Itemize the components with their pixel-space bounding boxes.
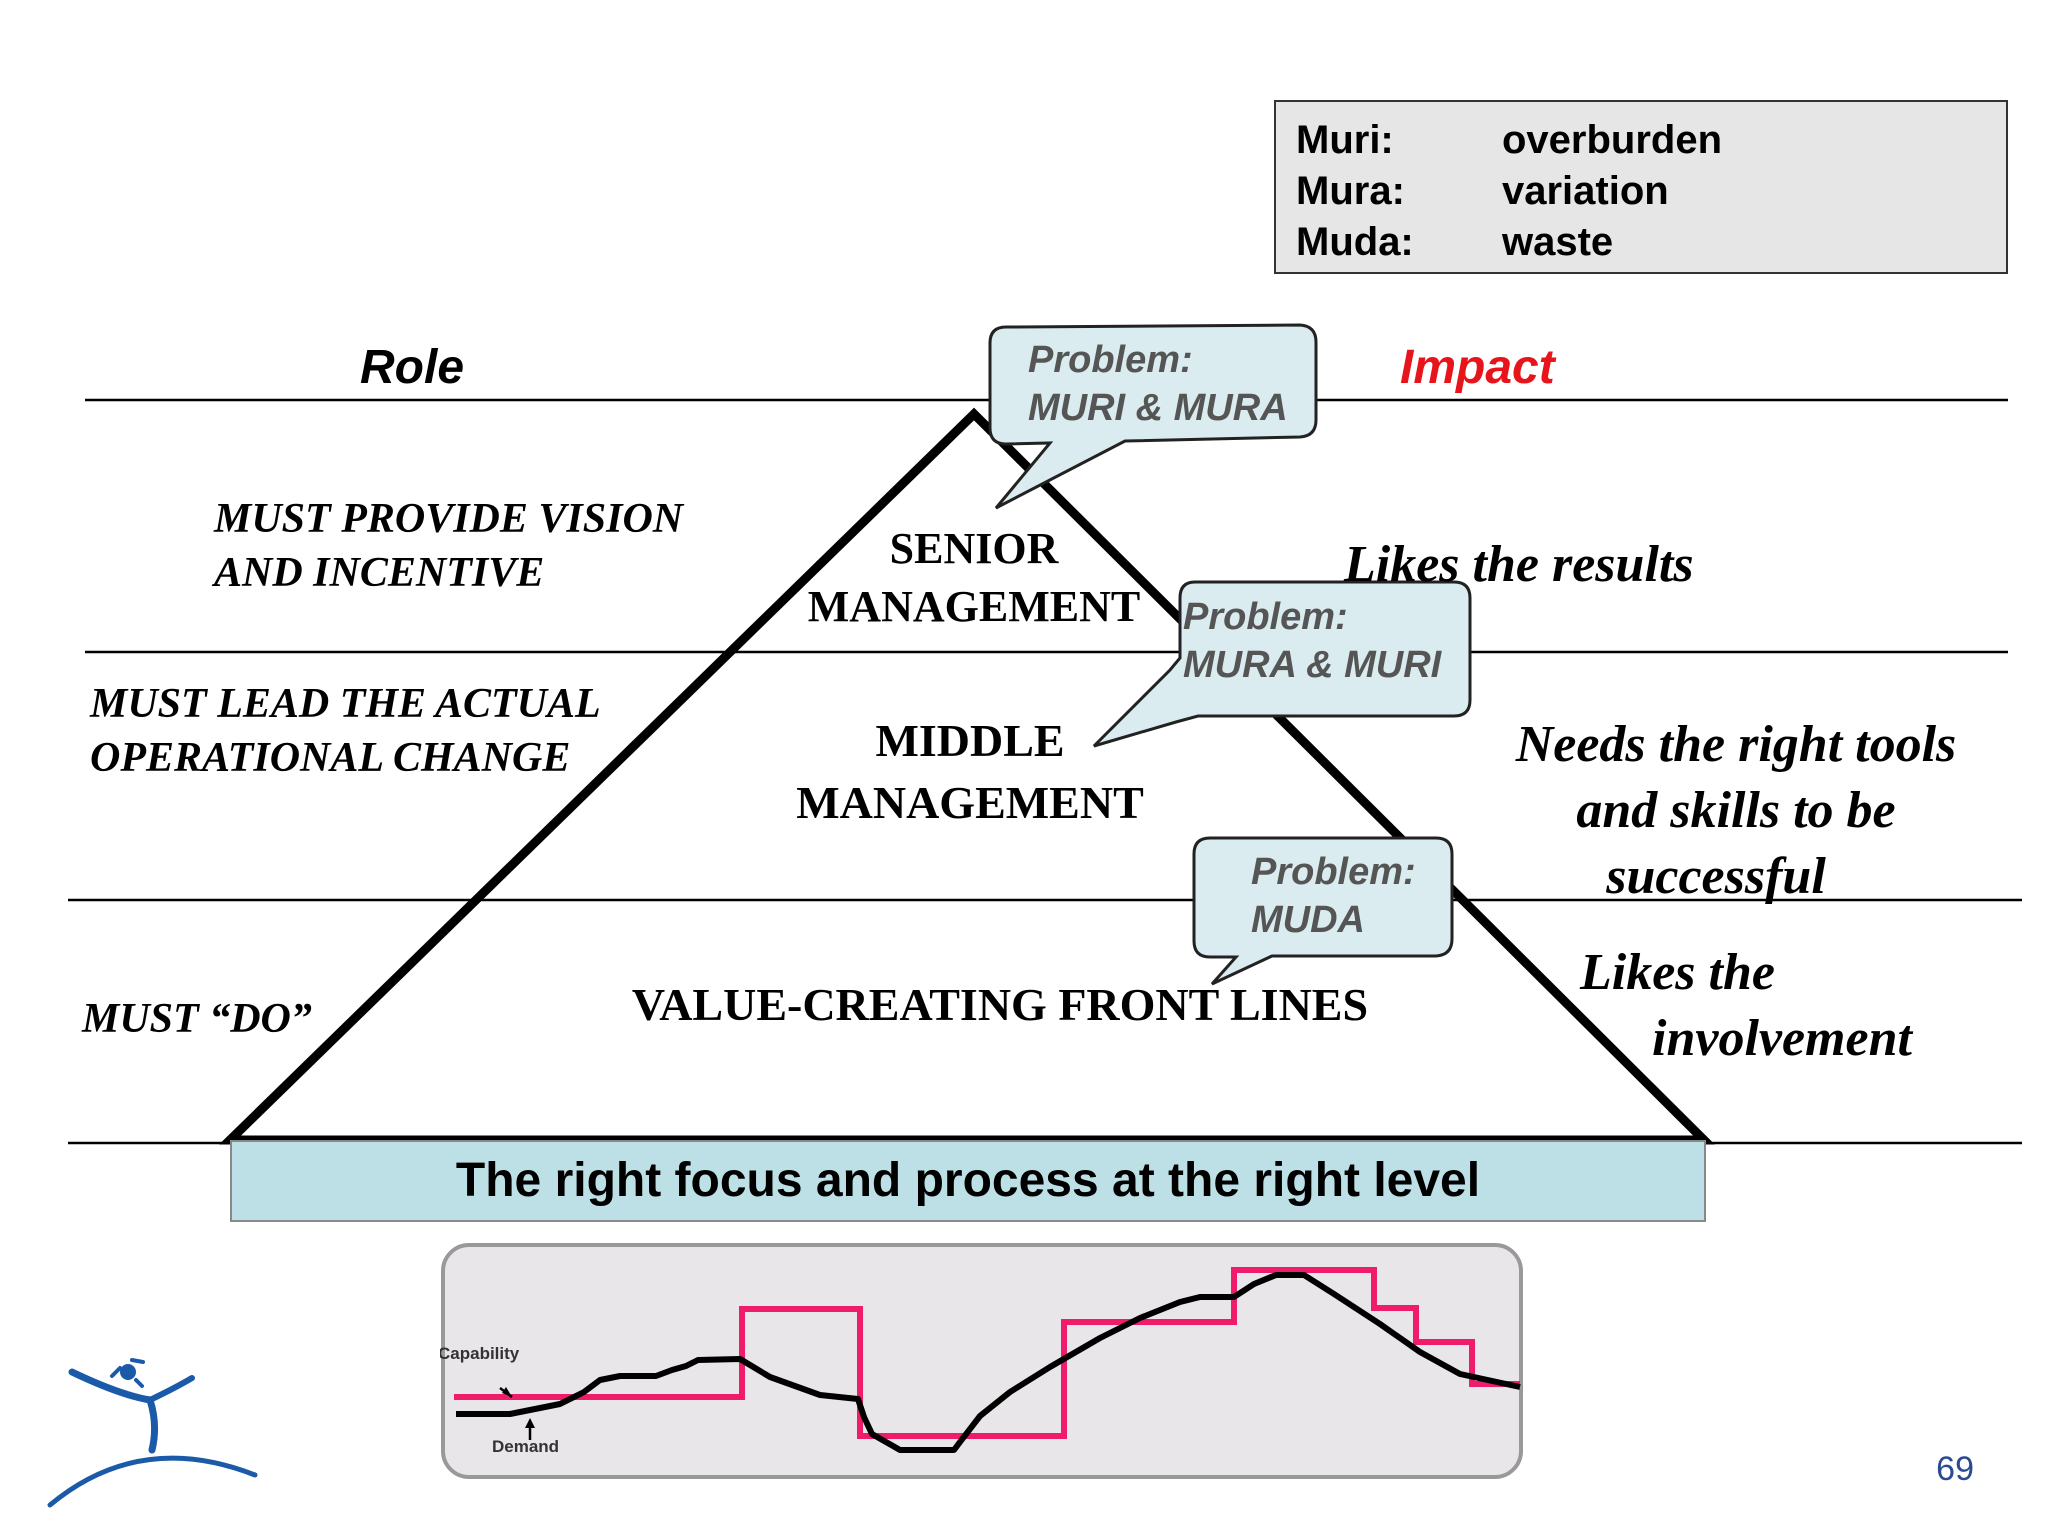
bubble-front-line: Problem: xyxy=(1251,851,1416,893)
bubble-front-text: Problem: MUDA xyxy=(1251,848,1416,944)
legend-term: Muda: xyxy=(1296,220,1414,264)
capability-demand-inset: Capability Demand xyxy=(440,1243,1523,1479)
role-senior-line: AND INCENTIVE xyxy=(214,550,545,596)
role-middle-line: MUST LEAD THE ACTUAL xyxy=(90,681,601,727)
role-front-line: MUST “DO” xyxy=(82,996,312,1042)
inset-frame xyxy=(441,1243,1523,1479)
impact-middle: Needs the right tools and skills to be s… xyxy=(1476,712,1996,910)
level-senior: SENIOR MANAGEMENT xyxy=(774,520,1174,636)
impact-middle-line: successful xyxy=(1606,848,1826,905)
bubble-middle-text: Problem: MURA & MURI xyxy=(1183,593,1441,689)
level-middle: MIDDLE MANAGEMENT xyxy=(770,710,1170,834)
capability-arrowhead xyxy=(502,1387,512,1397)
level-front-line: VALUE-CREATING FRONT LINES xyxy=(631,979,1369,1030)
bubble-front-line: MUDA xyxy=(1251,899,1365,941)
impact-senior-line: Likes the results xyxy=(1344,536,1694,593)
bubble-senior-line: MURI & MURA xyxy=(1028,387,1288,429)
focus-bar-text: The right focus and process at the right… xyxy=(455,1154,1481,1207)
impact-front-line: involvement xyxy=(1652,1010,1912,1067)
role-front: MUST “DO” xyxy=(82,992,312,1046)
demand-label: Demand xyxy=(492,1437,559,1456)
role-senior-line: MUST PROVIDE VISION xyxy=(214,496,684,542)
role-middle: MUST LEAD THE ACTUAL OPERATIONAL CHANGE xyxy=(90,677,601,785)
bubble-middle-line: MURA & MURI xyxy=(1183,644,1442,686)
legend-term: Muri: xyxy=(1296,118,1394,162)
focus-bar: The right focus and process at the right… xyxy=(230,1140,1706,1222)
callout-bubble-middle xyxy=(1092,580,1472,748)
level-middle-line: MANAGEMENT xyxy=(796,777,1144,828)
runner-logo-icon xyxy=(47,1358,258,1508)
level-front: VALUE-CREATING FRONT LINES xyxy=(500,976,1500,1034)
callout-bubble-front xyxy=(1192,836,1454,986)
impact-middle-line: and skills to be xyxy=(1576,782,1896,839)
impact-header: Impact xyxy=(1400,341,1555,394)
bubble-senior-line: Problem: xyxy=(1028,339,1193,381)
impact-middle-line: Needs the right tools xyxy=(1515,716,1957,773)
callout-bubble-senior xyxy=(988,323,1318,510)
legend-definition: overburden xyxy=(1502,118,1723,162)
bubble-senior-text: Problem: MURI & MURA xyxy=(1028,336,1288,432)
level-senior-line: SENIOR xyxy=(889,524,1059,573)
demand-arrowhead xyxy=(525,1418,535,1428)
role-header: Role xyxy=(360,341,465,394)
level-middle-line: MIDDLE xyxy=(875,715,1065,766)
impact-front: Likes the involvement xyxy=(1580,940,1912,1072)
page-number: 69 xyxy=(1936,1450,1974,1488)
role-senior: MUST PROVIDE VISION AND INCENTIVE xyxy=(214,492,683,600)
demand-line xyxy=(456,1272,1521,1453)
legend-term: Mura: xyxy=(1296,169,1405,213)
legend-definition: waste xyxy=(1502,220,1614,264)
legend-box: Muri: overburden Mura: variation Muda: w… xyxy=(1274,100,2008,274)
legend-definition: variation xyxy=(1502,169,1669,213)
level-senior-line: MANAGEMENT xyxy=(807,582,1141,631)
capability-label: Capability xyxy=(440,1344,520,1363)
impact-senior: Likes the results xyxy=(1344,532,1694,598)
role-middle-line: OPERATIONAL CHANGE xyxy=(90,735,571,781)
impact-front-line: Likes the xyxy=(1580,944,1775,1001)
bubble-middle-line: Problem: xyxy=(1183,596,1348,638)
